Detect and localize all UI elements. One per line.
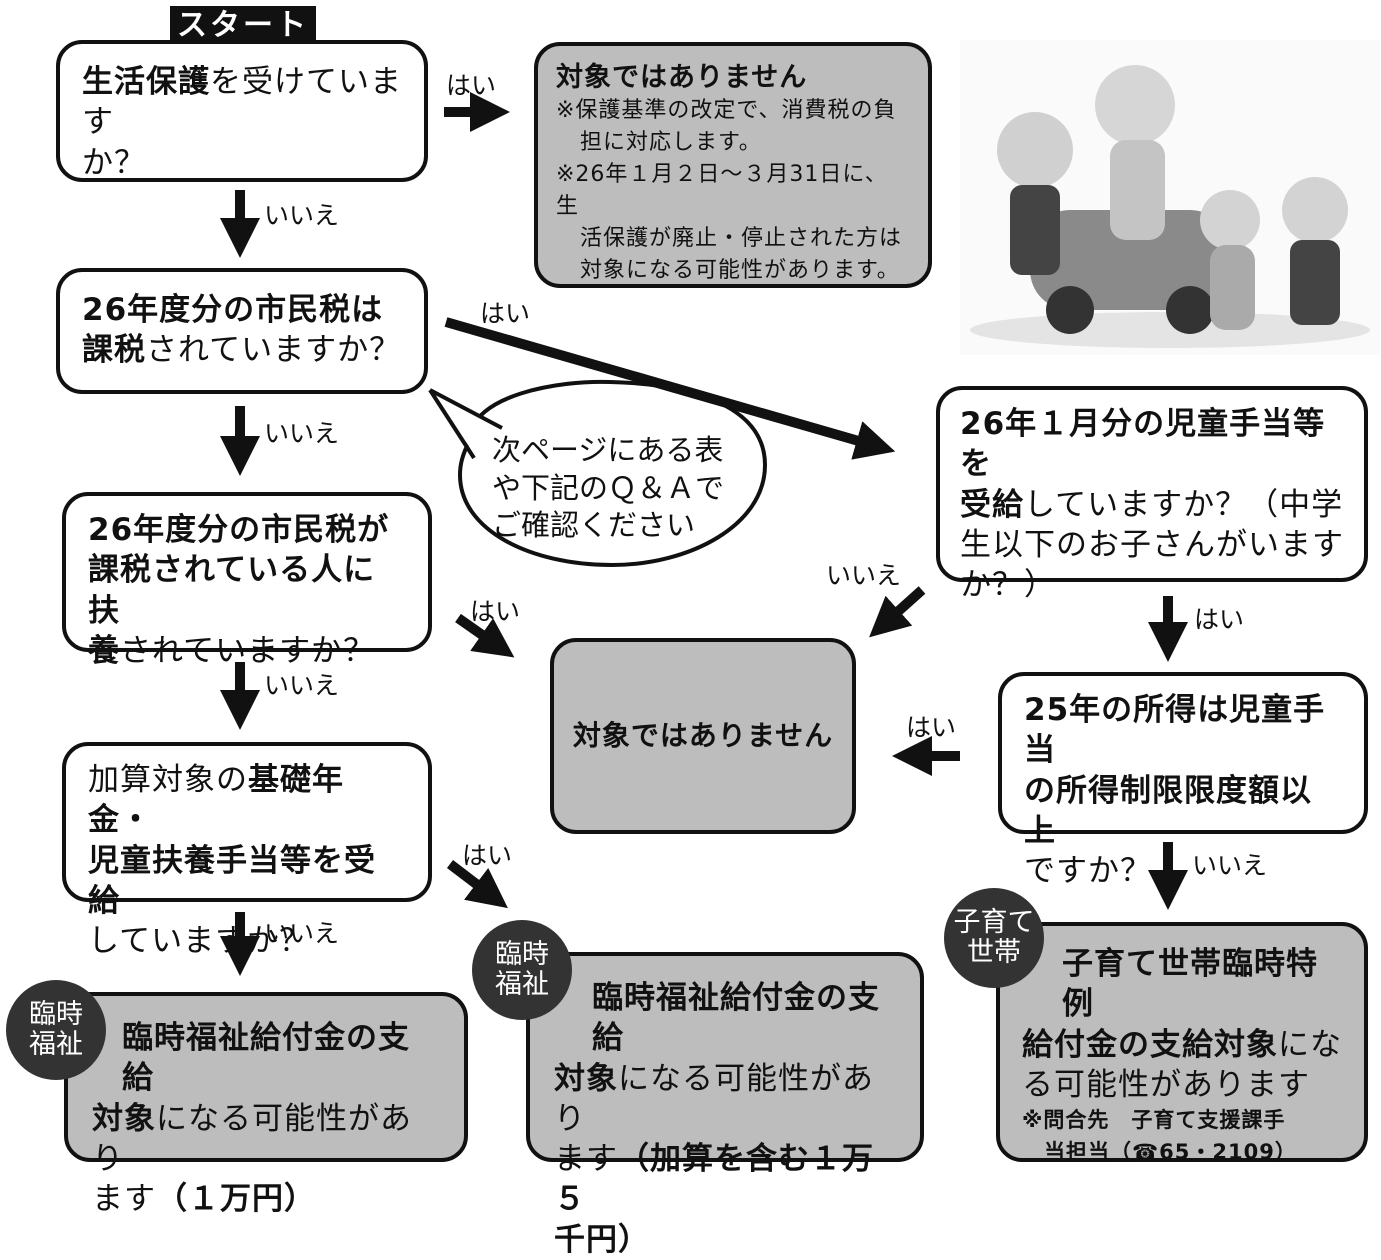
r1-title: 対象ではありません	[556, 62, 808, 93]
q6-bold2: の所得制限限度額以上	[1024, 772, 1312, 849]
result-temporary-welfare-15000: 臨時福祉給付金の支給 対象になる可能性があり ます（加算を含む１万５ 千円）	[526, 952, 924, 1258]
rm-bold4: 千円）	[554, 1221, 650, 1258]
r1-note1a: ※保護基準の改定で、消費税の負	[556, 98, 897, 124]
center-title: 対象ではありません	[572, 718, 834, 752]
q5-rest2: 生以下のお子さんがいます	[960, 526, 1344, 563]
label-no-q6: いいえ	[1192, 851, 1268, 880]
rl-bold1: 臨時福祉給付金の支給	[122, 1020, 410, 1097]
rr-rest2: る可能性があります	[1022, 1066, 1310, 1103]
q6-rest: ですか？	[1024, 853, 1152, 890]
q6-bold1: 25年の所得は児童手当	[1024, 692, 1326, 769]
rl-bold2: 対象	[92, 1100, 156, 1137]
badge-rinji-left-line2: 福祉	[29, 1029, 83, 1060]
rr-bold1: 子育て世帯臨時特例	[1062, 946, 1318, 1023]
speech-bubble-text: 次ページにある表 や下記のＱ＆Ａで ご確認ください	[492, 432, 724, 545]
q5-bold2: 受給	[960, 486, 1024, 523]
rl-bold3: （１万円）	[156, 1181, 316, 1218]
question-welfare: 生活保護を受けています か？	[56, 40, 428, 182]
start-label: スタート	[170, 6, 316, 46]
rm-rest: になる可能性があり	[554, 1060, 874, 1137]
q1-rest: を受けています か？	[82, 64, 402, 181]
result-childrearing-benefit: 子育て世帯臨時特例 給付金の支給対象にな る可能性があります ※問合先 子育て支…	[996, 922, 1368, 1164]
bubble-line2: や下記のＱ＆Ａで	[492, 470, 725, 505]
label-no-q3: いいえ	[264, 671, 340, 700]
label-yes-q6: はい	[906, 713, 957, 742]
r1-note2b: 活保護が廃止・停止された方は	[580, 225, 903, 251]
question-pension: 加算対象の基礎年金・ 児童扶養手当等を受給 していますか？	[62, 742, 432, 959]
rr-contact1: ※問合先 子育て支援課手	[1022, 1108, 1286, 1133]
bubble-line3: ご確認ください	[492, 508, 696, 543]
question-child-allowance: 26年１月分の児童手当等を 受給していますか？（中学 生以下のお子さんがいます …	[936, 386, 1368, 603]
label-no-q5: いいえ	[826, 561, 902, 590]
family-clay-figures-photo	[960, 40, 1380, 355]
q5-bold1: 26年１月分の児童手当等を	[960, 406, 1326, 483]
q5-rest3: か？）	[960, 567, 1056, 604]
r1-note2c: 対象になる可能性があります。	[580, 257, 900, 283]
label-yes-q5: はい	[1194, 605, 1245, 634]
q2-bold1: 26年度分の市民税は	[82, 292, 384, 328]
question-income-limit: 25年の所得は児童手当 の所得制限限度額以上 ですか？	[998, 672, 1368, 889]
q3-bold3: 養	[88, 632, 120, 669]
label-no-q1: いいえ	[264, 201, 340, 230]
rm-bold2: 対象	[554, 1060, 618, 1097]
r1-note: ※保護基準の改定で、消費税の負 担に対応します。 ※26年１月２日〜３月31日に…	[556, 95, 910, 286]
label-yes-q1: はい	[446, 71, 497, 100]
bubble-line1: 次ページにある表	[492, 433, 724, 467]
rr-rest: にな	[1278, 1026, 1342, 1063]
label-yes-q4: はい	[462, 841, 513, 870]
badge-rinji-mid-line1: 臨時	[495, 939, 549, 971]
q2-rest: されていますか？	[146, 332, 402, 369]
q4-rest: していますか？	[88, 923, 312, 960]
arrow-q2-yes	[444, 317, 896, 460]
badge-kosodate-line2: 世帯	[967, 937, 1021, 968]
badge-rinji-mid-line2: 福祉	[495, 969, 549, 1000]
badge-kosodate: 子育て世帯	[944, 888, 1044, 988]
q4-bold2: 児童扶養手当等を受給	[88, 842, 376, 919]
speech-bubble-shape	[428, 379, 768, 568]
arrow-q3-yes	[455, 613, 515, 658]
label-yes-q3: はい	[470, 597, 521, 626]
q5-rest1: していますか？（中学	[1024, 486, 1344, 523]
q4-pre: 加算対象の	[88, 762, 248, 798]
badge-rinji-left-line1: 臨時	[29, 999, 83, 1031]
q3-bold2: 課税されている人に扶	[88, 552, 376, 629]
label-no-q4: いいえ	[264, 919, 340, 948]
q4-bold1: 基礎年金・	[88, 762, 344, 839]
q3-rest: されていますか？	[120, 632, 376, 669]
r1-note1b: 担に対応します。	[580, 129, 762, 155]
result-not-eligible-welfare: 対象ではありません ※保護基準の改定で、消費税の負 担に対応します。 ※26年１…	[534, 42, 932, 288]
result-not-eligible-center: 対象ではありません	[550, 638, 856, 834]
label-yes-q2: はい	[480, 299, 531, 328]
rm-bold1: 臨時福祉給付金の支給	[592, 980, 880, 1057]
r1-note2a: ※26年１月２日〜３月31日に、生	[556, 161, 888, 219]
q3-bold1: 26年度分の市民税が	[88, 512, 390, 548]
q1-bold: 生活保護	[82, 64, 210, 100]
badge-kosodate-line1: 子育て	[953, 907, 1035, 939]
q2-bold2: 課税	[82, 332, 146, 369]
rr-bold2: 給付金の支給対象	[1022, 1026, 1278, 1063]
badge-rinji-left: 臨時福祉	[6, 980, 106, 1080]
arrow-q4-yes	[446, 860, 508, 909]
question-dependent: 26年度分の市民税が 課税されている人に扶 養されていますか？	[62, 492, 432, 669]
label-no-q2: いいえ	[264, 419, 340, 448]
rl-rest2: ます	[92, 1181, 156, 1218]
flow-arrows	[220, 92, 1188, 976]
question-tax-2014: 26年度分の市民税は 課税されていますか？	[56, 268, 428, 394]
arrow-q5-no	[869, 586, 926, 638]
badge-rinji-mid: 臨時福祉	[472, 920, 572, 1020]
rr-contact2: 当担当（☎65・2109）	[1044, 1139, 1297, 1164]
